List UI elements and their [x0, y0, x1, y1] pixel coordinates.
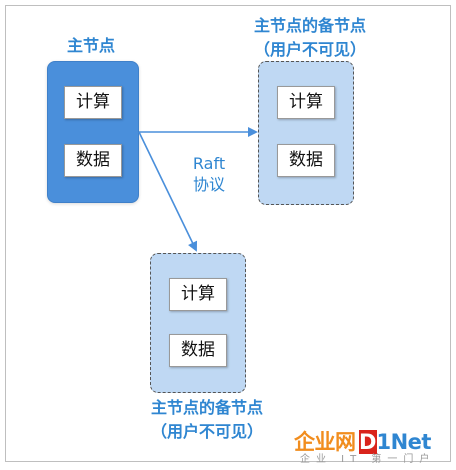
primary-node-title: 主节点: [66, 36, 115, 55]
standby-node-bottom-note: （用户不可见）: [150, 422, 263, 441]
standby-right-data-cell: 数据: [277, 144, 335, 177]
standby-node-bottom-title: 主节点的备节点: [150, 398, 263, 417]
standby-right-compute-cell: 计算: [277, 86, 335, 119]
watermark-brand-rest: 1Net: [376, 430, 432, 454]
standby-node-right-title: 主节点的备节点: [253, 16, 366, 35]
watermark-brand-d: D: [358, 430, 377, 454]
watermark-tagline: 企业 IT 第一门户: [300, 454, 436, 465]
primary-data-cell: 数据: [64, 144, 122, 177]
standby-node-right: 计算 数据: [258, 61, 354, 205]
standby-node-right-note: （用户不可见）: [253, 40, 366, 59]
primary-node: 计算 数据: [47, 61, 139, 203]
standby-bottom-data-cell: 数据: [169, 334, 227, 367]
standby-bottom-compute-cell: 计算: [169, 278, 227, 311]
primary-compute-cell: 计算: [64, 86, 122, 119]
watermark-brand-cn: 企业网: [294, 430, 356, 454]
protocol-label: 协议: [192, 175, 225, 194]
raft-label: Raft: [192, 154, 226, 173]
standby-node-bottom: 计算 数据: [150, 253, 246, 393]
